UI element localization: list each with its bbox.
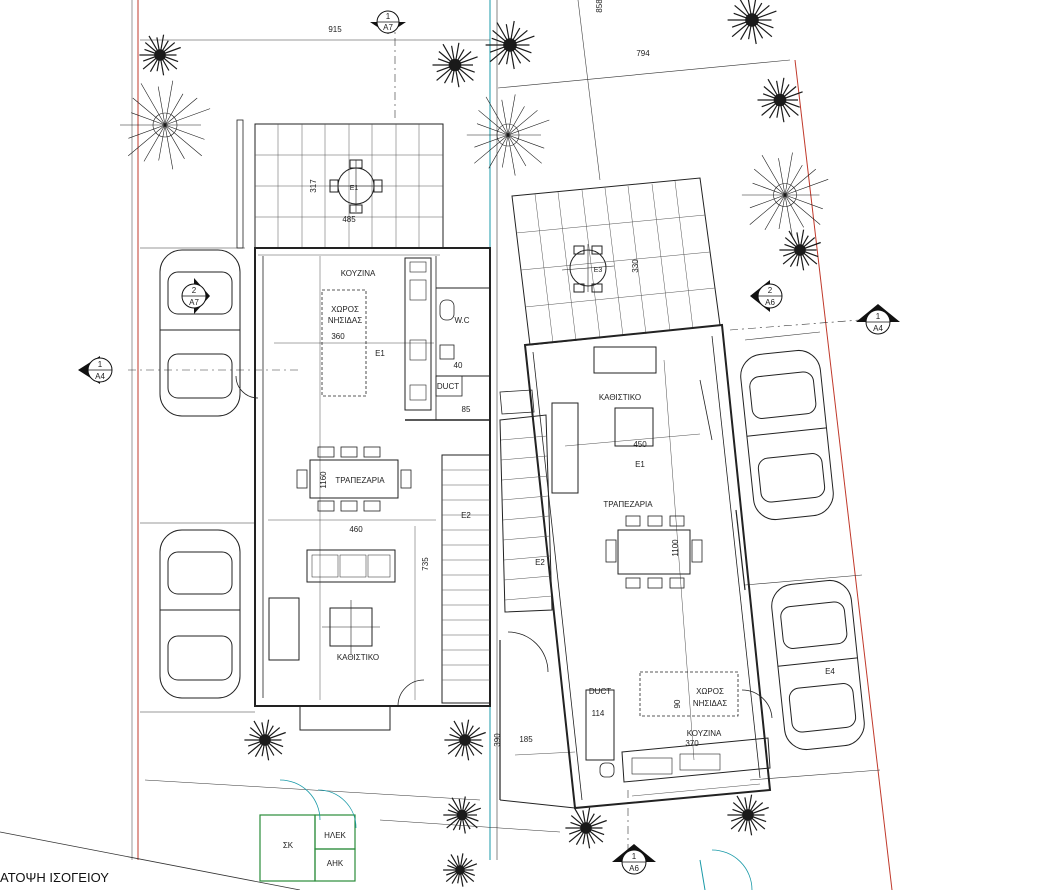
- left-wc-label: W.C: [454, 316, 469, 325]
- dim-317: 317: [309, 179, 318, 193]
- right-island-label-1: ΧΩΡΟΣ: [696, 687, 724, 696]
- svg-text:A4: A4: [873, 324, 883, 333]
- tree-11: [443, 796, 482, 834]
- right-duct-label: DUCT: [589, 687, 611, 696]
- tree-13: [727, 794, 769, 836]
- tree-10: [444, 719, 486, 761]
- dim-450: 450: [633, 440, 647, 449]
- car-right-lower: [771, 579, 865, 751]
- section-marker-left-a4[interactable]: 1 A4: [78, 356, 113, 384]
- dim-735: 735: [421, 557, 430, 571]
- car-right-upper: [740, 349, 834, 521]
- dim-114: 114: [592, 709, 605, 718]
- car-top-left: [159, 249, 241, 417]
- plot-boundaries: [0, 0, 893, 890]
- svg-text:A6: A6: [765, 298, 775, 307]
- tree-7: [741, 152, 829, 238]
- tree-8: [779, 229, 821, 271]
- dim-330: 330: [631, 259, 640, 273]
- section-marker-mid-a6[interactable]: 2 A6: [750, 280, 783, 312]
- tree-15: [727, 0, 777, 45]
- tree-3: [485, 20, 535, 70]
- dim-390: 390: [493, 733, 502, 747]
- section-marker-top-a7[interactable]: 1 A7: [370, 10, 406, 34]
- dim-90: 90: [673, 699, 682, 708]
- left-level-e2: E2: [461, 511, 471, 520]
- dim-370: 370: [685, 739, 699, 748]
- dim-1160: 1160: [319, 471, 328, 489]
- trees: [120, 0, 829, 887]
- left-living-label: ΚΑΘΙΣΤΙΚΟ: [337, 653, 379, 662]
- svg-text:1: 1: [876, 312, 881, 321]
- utility-meters: [259, 779, 357, 882]
- tree-5: [466, 94, 550, 176]
- tree-12: [565, 807, 607, 849]
- dim-40: 40: [454, 361, 463, 370]
- left-duct-label: DUCT: [437, 382, 459, 391]
- right-unit: [499, 177, 773, 810]
- dim-858: 858: [595, 0, 604, 13]
- dim-460: 460: [349, 525, 363, 534]
- car-bottom-left: [159, 529, 241, 699]
- svg-text:2: 2: [768, 286, 773, 295]
- svg-text:2: 2: [192, 286, 197, 295]
- tree-1: [120, 80, 211, 170]
- left-storage-label: ΣΚ: [283, 841, 294, 850]
- right-bottom-arcs: [699, 849, 753, 890]
- svg-text:A7: A7: [383, 23, 393, 32]
- svg-text:1: 1: [98, 360, 103, 369]
- left-elec-label: ΗΛΕΚ: [324, 831, 346, 840]
- left-kitchen-label: ΚΟΥΖΙΝΑ: [341, 269, 376, 278]
- left-island-label-1: ΧΩΡΟΣ: [331, 305, 359, 314]
- right-dining-label: ΤΡΑΠΕΖΑΡΙΑ: [603, 500, 653, 509]
- right-island-label-2: ΝΗΣΙΔΑΣ: [693, 699, 727, 708]
- svg-text:A6: A6: [629, 864, 639, 873]
- tree-14: [443, 853, 478, 887]
- svg-text:1: 1: [386, 12, 391, 21]
- section-marker-right-a4[interactable]: 1 A4: [856, 304, 900, 335]
- tree-2: [139, 34, 181, 76]
- dim-360: 360: [331, 332, 345, 341]
- svg-text:A7: A7: [189, 298, 199, 307]
- dim-915: 915: [328, 25, 342, 34]
- left-terrace-e: E1: [350, 185, 359, 192]
- left-unit: [235, 119, 491, 731]
- dim-485: 485: [342, 215, 356, 224]
- left-ahk-label: ΑΗΚ: [327, 859, 344, 868]
- svg-text:1: 1: [632, 852, 637, 861]
- right-level-e1: E1: [635, 460, 645, 469]
- left-island-label-2: ΝΗΣΙΔΑΣ: [328, 316, 362, 325]
- svg-text:A4: A4: [95, 372, 105, 381]
- right-level-e2: E2: [535, 558, 545, 567]
- tree-9: [244, 719, 286, 761]
- dim-185: 185: [519, 735, 533, 744]
- dim-85: 85: [462, 405, 471, 414]
- tree-6: [757, 77, 803, 123]
- dim-1100: 1100: [671, 539, 680, 557]
- right-parking-e: E4: [825, 667, 835, 676]
- right-living-label: ΚΑΘΙΣΤΙΚΟ: [599, 393, 641, 402]
- dim-794: 794: [636, 49, 650, 58]
- left-level-e1: E1: [375, 349, 385, 358]
- drawing-title: ΑΤΟΨΗ ΙΣΟΓΕΙΟΥ: [0, 870, 109, 885]
- tree-4: [432, 42, 478, 88]
- left-dining-label: ΤΡΑΠΕΖΑΡΙΑ: [335, 476, 385, 485]
- section-marker-bottom-a6[interactable]: 1 A6: [612, 844, 656, 875]
- right-kitchen-label: ΚΟΥΖΙΝΑ: [687, 729, 722, 738]
- right-terrace-e: E3: [594, 267, 603, 274]
- section-marker-car-a7[interactable]: 2 A7: [181, 278, 210, 314]
